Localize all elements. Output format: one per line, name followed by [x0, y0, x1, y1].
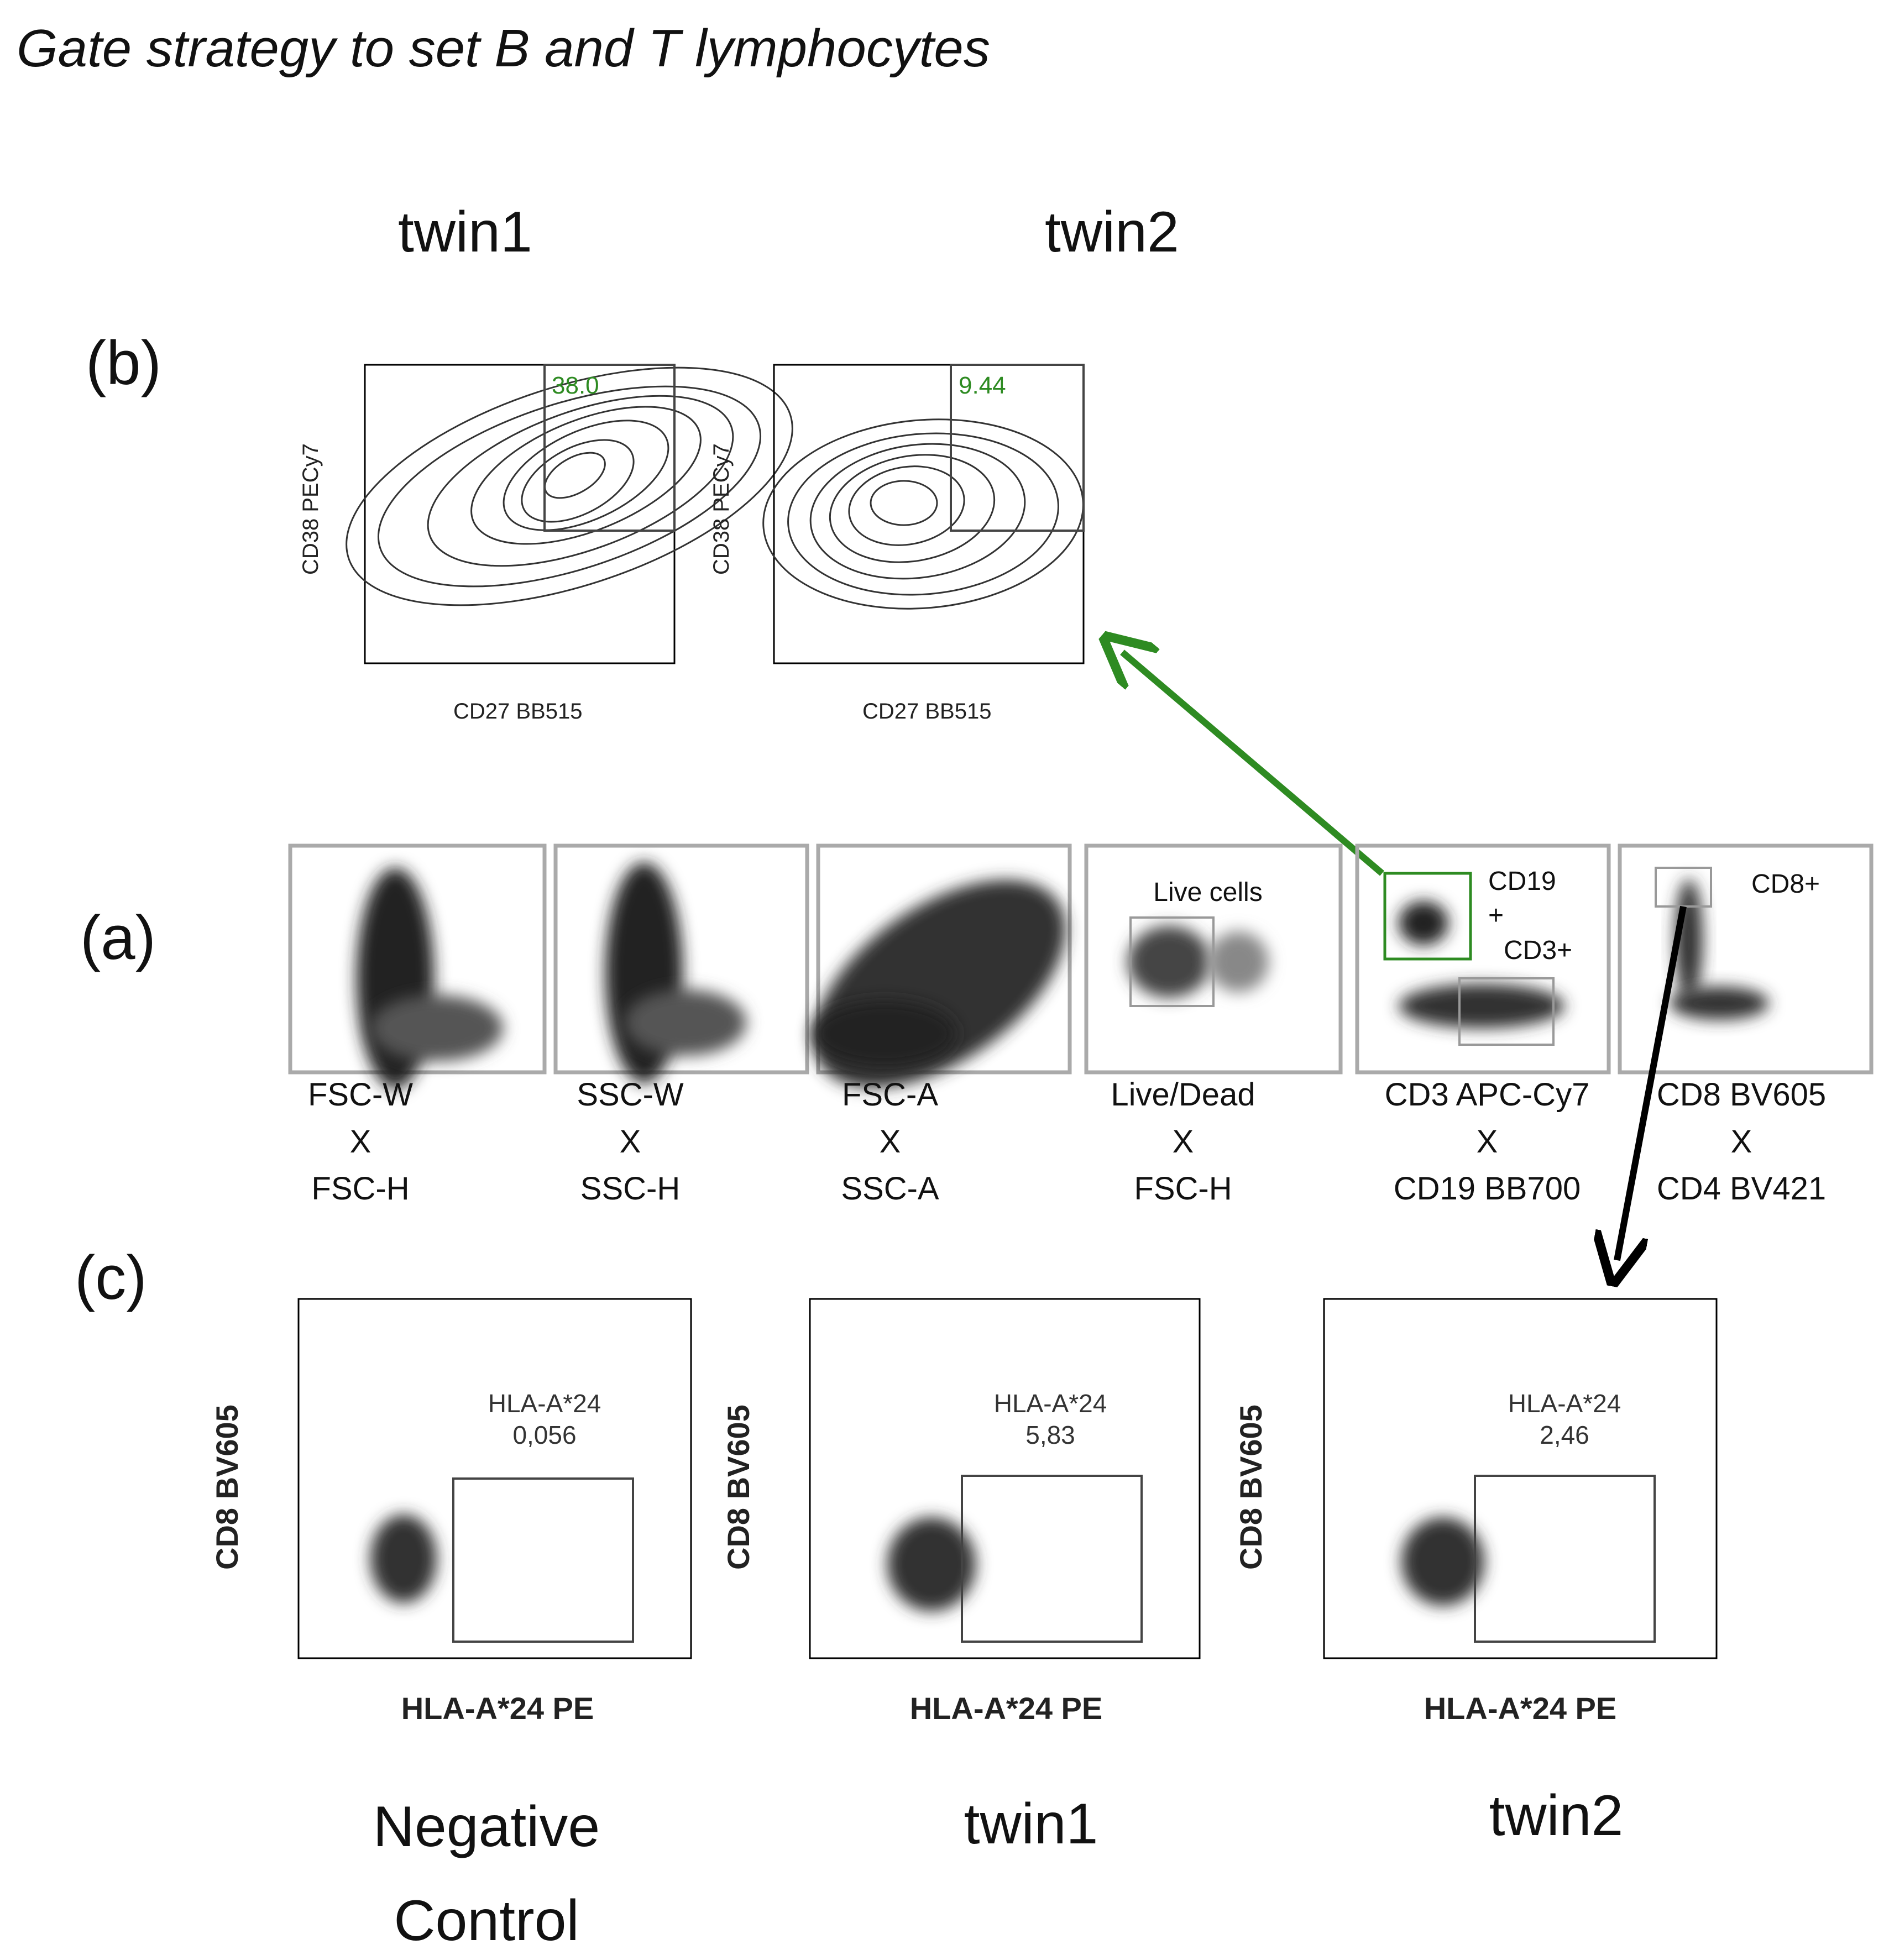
density-blob [625, 989, 746, 1056]
gate-value: 0,056 [512, 1421, 576, 1449]
gate-value: 2,46 [1540, 1421, 1589, 1449]
density-blob [1208, 931, 1269, 992]
panel-a-plot-live: Live cells Live/Dead X FSC-H [1084, 843, 1343, 1207]
caption-line: CD3 APC-Cy7 [1385, 1077, 1590, 1113]
caption-line: X [1477, 1124, 1498, 1160]
cd27-cd38-gate [543, 364, 676, 532]
caption-line: twin1 [964, 1792, 1098, 1856]
y-axis-label: CD38 PECy7 [709, 443, 734, 575]
plot-frame [809, 1298, 1201, 1659]
plot-frame [297, 1298, 692, 1659]
hla-gate [452, 1477, 634, 1643]
live-gate [1129, 916, 1215, 1007]
panel-a-plot-fsc-ssc: FSC-A X SSC-A [813, 843, 1072, 1207]
panel-a-plot-cd3-cd19: CD19 + CD3+ CD3 APC-Cy7 X CD19 BB700 [1355, 843, 1611, 1207]
x-axis-label: HLA-A*24 PE [910, 1691, 1103, 1726]
plot-frame [1323, 1298, 1718, 1659]
y-axis-label: CD8 BV605 [721, 1405, 756, 1570]
density-blob [887, 1517, 976, 1611]
caption-line: Negative [373, 1795, 600, 1859]
panel-c-label: (c) [75, 1243, 147, 1312]
live-cells-label: Live cells [1153, 878, 1262, 907]
panel-a-plot-ssc: SSC-W X SSC-H [553, 843, 809, 1207]
contour-population [762, 418, 1084, 610]
x-axis-label: CD27 BB515 [862, 699, 991, 724]
gate-value: 38.0 [552, 372, 599, 399]
cd8-label: CD8+ [1751, 869, 1820, 899]
caption-line: Live/Dead [1111, 1077, 1255, 1113]
density-blob [814, 879, 1066, 1088]
gate-label: + [1488, 901, 1504, 930]
panel-a-plot-cd8-cd4: CD8+ CD8 BV605 X CD4 BV421 [1618, 843, 1874, 1207]
panel-b-header-twin1: twin1 [398, 200, 532, 264]
x-axis-label: HLA-A*24 PE [1424, 1691, 1617, 1726]
gate-name: HLA-A*24 [994, 1389, 1107, 1418]
caption-line: Control [394, 1889, 579, 1953]
caption-line: X [350, 1124, 371, 1160]
panel-a-label: (a) [80, 903, 156, 972]
plot-frame [288, 843, 547, 1075]
cd19-gate [1383, 872, 1472, 961]
green-arrow [1122, 652, 1384, 876]
panel-b-label: (b) [86, 328, 161, 397]
y-axis-label: CD8 BV605 [210, 1405, 244, 1570]
plot-frame [1618, 843, 1874, 1075]
caption-line: SSC-W [577, 1077, 684, 1113]
gate-value: 9.44 [959, 372, 1006, 399]
y-axis-label: CD38 PECy7 [299, 443, 323, 575]
gate-name: HLA-A*24 [488, 1389, 601, 1418]
figure-title: Gate strategy to set B and T lymphocytes [17, 19, 990, 78]
gate-name: HLA-A*24 [1508, 1389, 1621, 1418]
density-blob [370, 995, 503, 1061]
caption-line: X [880, 1124, 901, 1160]
caption-line: SSC-H [580, 1171, 680, 1207]
caption-line: CD19 BB700 [1394, 1171, 1581, 1207]
gate-label: CD19 [1488, 867, 1556, 896]
density-blob [1128, 926, 1211, 998]
panel-c-plot-twin2: HLA-A*24 2,46 CD8 BV605 HLA-A*24 PE twin… [1233, 1298, 1718, 1848]
gate-value: 5,83 [1025, 1421, 1075, 1449]
caption-line: X [620, 1124, 641, 1160]
plot-frame [553, 843, 809, 1075]
y-axis-label: CD8 BV605 [1233, 1405, 1268, 1570]
caption-line: CD8 BV605 [1657, 1077, 1826, 1113]
plot-frame [1355, 843, 1611, 1075]
density-blob [370, 1514, 437, 1603]
plot-frame [816, 843, 1072, 1075]
plot-frame [773, 364, 1085, 664]
density-blob [1401, 1517, 1484, 1606]
panel-b-plot-twin1: 38.0 CD38 PECy7 CD27 BB515 [299, 364, 793, 724]
caption-line: FSC-H [1134, 1171, 1232, 1207]
caption-line: FSC-W [308, 1077, 413, 1113]
density-blob [813, 1000, 956, 1067]
x-axis-label: HLA-A*24 PE [401, 1691, 594, 1726]
hla-gate [961, 1475, 1143, 1643]
panel-b-plot-twin2: 9.44 CD38 PECy7 CD27 BB515 [709, 364, 1085, 724]
caption-line: FSC-H [311, 1171, 409, 1207]
density-blob [1670, 987, 1769, 1020]
gate-label: CD3+ [1504, 936, 1572, 965]
x-axis-label: CD27 BB515 [453, 699, 582, 724]
caption-line: FSC-A [842, 1077, 938, 1113]
panel-b-header-twin2: twin2 [1045, 200, 1179, 264]
panel-c-plot-negative-control: HLA-A*24 0,056 CD8 BV605 HLA-A*24 PE Neg… [210, 1298, 692, 1953]
plot-frame [364, 364, 676, 664]
density-blob [1399, 984, 1564, 1028]
black-arrow [1617, 905, 1687, 1260]
cd27-cd38-gate [950, 364, 1085, 532]
caption-line: X [1731, 1124, 1752, 1160]
density-blob [1399, 901, 1448, 945]
caption-line: SSC-A [841, 1171, 939, 1207]
hla-gate [1474, 1475, 1656, 1643]
cd3-gate [1458, 977, 1555, 1046]
panel-a-plot-fsc: FSC-W X FSC-H [288, 843, 547, 1207]
caption-line: twin2 [1489, 1784, 1624, 1848]
caption-line: X [1173, 1124, 1194, 1160]
caption-line: CD4 BV421 [1657, 1171, 1826, 1207]
contour-population [346, 366, 793, 606]
panel-c-plot-twin1: HLA-A*24 5,83 CD8 BV605 HLA-A*24 PE twin… [721, 1298, 1201, 1856]
plot-frame [1084, 843, 1343, 1075]
